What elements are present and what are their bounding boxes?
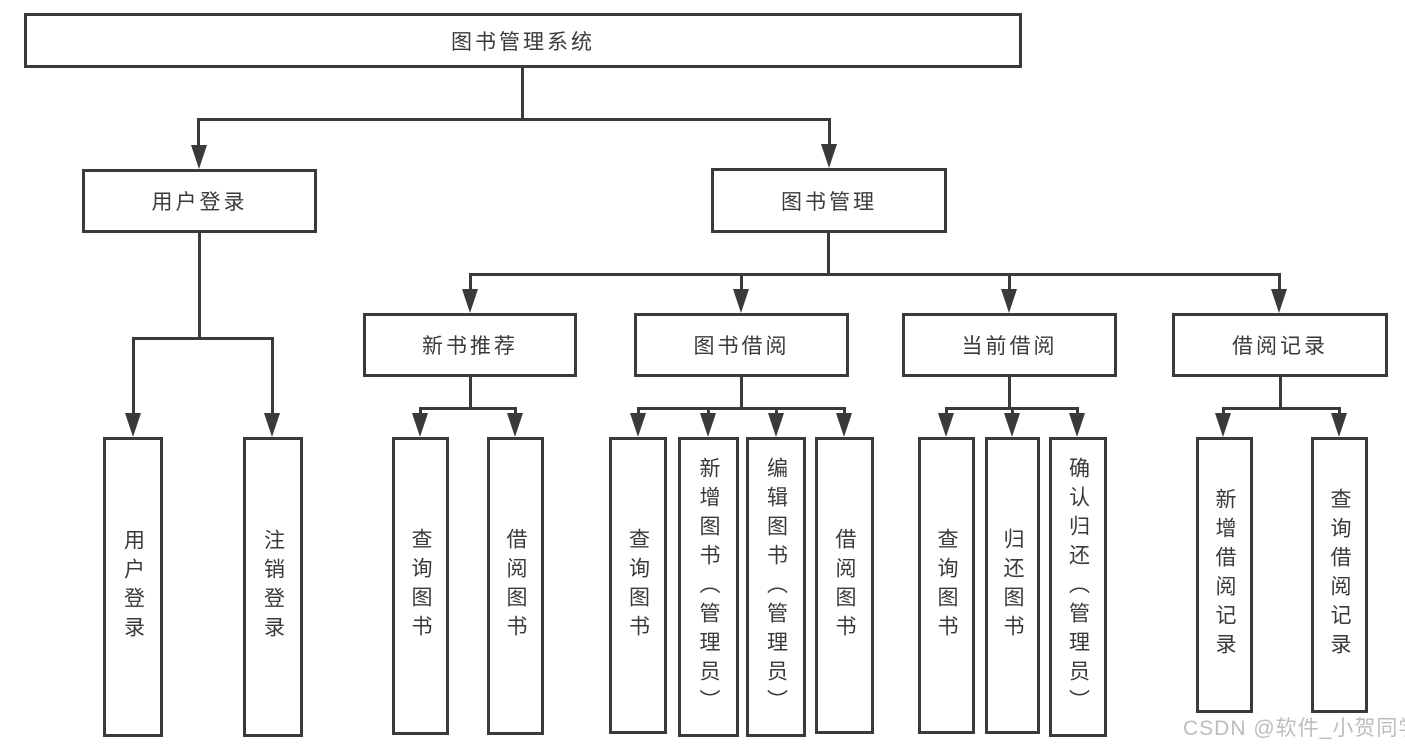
connector-vline: [419, 407, 422, 415]
node-borrow-records: 借阅记录: [1172, 313, 1388, 377]
node-book-borrow: 图书借阅: [634, 313, 849, 377]
node-label: 图书借阅: [693, 335, 790, 358]
leaf-borrow-edit-admin: 编辑图书（管理员）: [746, 437, 806, 737]
leaf-borrow-query: 查询图书: [609, 437, 667, 734]
leaf-borrow-borrow: 借阅图书: [815, 437, 874, 734]
connector-vline: [1222, 407, 1225, 415]
connector-vline: [637, 407, 640, 415]
arrow-down-icon: [191, 145, 207, 169]
leaf-label: 用户登录: [121, 529, 145, 645]
arrow-down-icon: [768, 413, 784, 437]
arrow-down-icon: [1001, 289, 1017, 313]
connector-vline: [198, 233, 201, 337]
arrow-down-icon: [507, 413, 523, 437]
arrow-down-icon: [412, 413, 428, 437]
arrow-down-icon: [1069, 413, 1085, 437]
connector-vline: [843, 407, 846, 415]
connector-vline: [740, 377, 743, 410]
connector-vline: [1008, 377, 1011, 410]
leaf-current-query: 查询图书: [918, 437, 975, 734]
leaf-label: 借阅图书: [833, 527, 856, 644]
arrow-down-icon: [938, 413, 954, 437]
connector-hline: [637, 407, 845, 410]
node-current-borrow: 当前借阅: [902, 313, 1117, 377]
arrow-down-icon: [1215, 413, 1231, 437]
node-book-management: 图书管理: [711, 168, 947, 233]
arrow-down-icon: [1331, 413, 1347, 437]
connector-vline: [1076, 407, 1079, 415]
leaf-newbooks-borrow: 借阅图书: [487, 437, 544, 735]
arrow-down-icon: [462, 289, 478, 313]
connector-hline: [132, 337, 274, 340]
arrow-down-icon: [630, 413, 646, 437]
connector-vline: [132, 337, 135, 413]
connector-hline: [419, 407, 517, 410]
connector-vline: [1338, 407, 1341, 415]
leaf-records-add: 新增借阅记录: [1196, 437, 1253, 713]
leaf-label: 查询图书: [626, 527, 650, 644]
leaf-label: 注销登录: [261, 529, 285, 645]
leaf-newbooks-query: 查询图书: [392, 437, 449, 735]
node-label: 用户登录: [151, 191, 248, 214]
arrow-down-icon: [836, 413, 852, 437]
arrow-down-icon: [1004, 413, 1020, 437]
arrow-down-icon: [821, 144, 837, 168]
connector-vline: [469, 273, 472, 291]
connector-vline: [514, 407, 517, 415]
arrow-down-icon: [125, 413, 141, 437]
connector-hline: [1222, 407, 1341, 410]
leaf-label: 查询借阅记录: [1328, 488, 1351, 662]
arrow-down-icon: [733, 289, 749, 313]
arrow-down-icon: [700, 413, 716, 437]
connector-vline: [1279, 377, 1282, 410]
connector-vline: [707, 407, 710, 415]
connector-hline: [197, 118, 831, 121]
node-library-system: 图书管理系统: [24, 13, 1022, 68]
leaf-label: 编辑图书（管理员）: [764, 456, 788, 718]
node-user-login: 用户登录: [82, 169, 317, 233]
leaf-records-query: 查询借阅记录: [1311, 437, 1368, 713]
leaf-label: 查询图书: [935, 527, 958, 644]
leaf-current-confirm-admin: 确认归还（管理员）: [1049, 437, 1107, 737]
connector-vline: [740, 273, 743, 291]
connector-hline: [469, 273, 1281, 276]
connector-vline: [1008, 273, 1011, 291]
connector-vline: [271, 337, 274, 413]
arrow-down-icon: [1271, 289, 1287, 313]
leaf-label: 确认归还（管理员）: [1066, 456, 1090, 718]
leaf-current-return: 归还图书: [985, 437, 1040, 734]
leaf-logout: 注销登录: [243, 437, 303, 737]
connector-vline: [469, 377, 472, 410]
node-label: 图书管理系统: [451, 30, 595, 54]
leaf-label: 新增借阅记录: [1213, 488, 1236, 662]
leaf-label: 查询图书: [409, 528, 432, 644]
leaf-borrow-add-admin: 新增图书（管理员）: [678, 437, 739, 737]
node-label: 借阅记录: [1232, 335, 1328, 358]
connector-vline: [827, 233, 830, 276]
leaf-label: 借阅图书: [504, 528, 527, 644]
connector-vline: [1278, 273, 1281, 291]
leaf-label: 归还图书: [1001, 527, 1024, 644]
node-label: 新书推荐: [422, 335, 518, 358]
leaf-user-login: 用户登录: [103, 437, 163, 737]
connector-vline: [775, 407, 778, 415]
watermark: CSDN @软件_小贺同学: [1183, 717, 1405, 740]
node-label: 图书管理: [781, 190, 877, 214]
connector-vline: [521, 68, 524, 118]
connector-vline: [197, 118, 200, 147]
connector-vline: [945, 407, 948, 415]
connector-vline: [828, 118, 831, 145]
node-label: 当前借阅: [961, 335, 1058, 358]
arrow-down-icon: [264, 413, 280, 437]
node-new-book-recommend: 新书推荐: [363, 313, 577, 377]
leaf-label: 新增图书（管理员）: [697, 456, 720, 718]
connector-vline: [1011, 407, 1014, 415]
